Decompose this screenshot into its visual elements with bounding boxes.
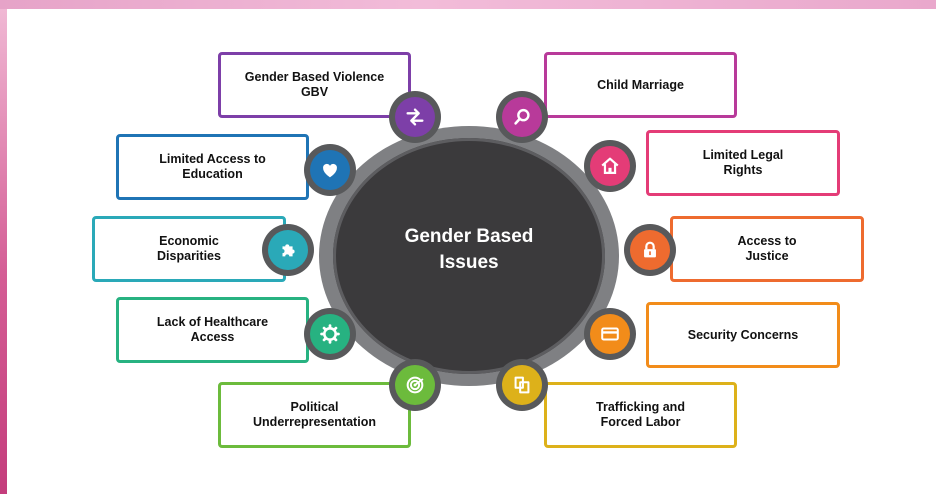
badge-education [304,144,356,196]
issue-box-economic: Economic Disparities [92,216,286,282]
issue-box-education: Limited Access to Education [116,134,309,200]
badge-security [584,308,636,360]
arrows-exchange-icon [395,97,435,137]
puzzle-icon [268,230,308,270]
house-icon [590,146,630,186]
issue-box-healthcare: Lack of Healthcare Access [116,297,309,363]
padlock-icon [630,230,670,270]
issue-box-justice: Access to Justice [670,216,864,282]
badge-legal-rights [584,140,636,192]
badge-healthcare [304,308,356,360]
issue-box-trafficking: Trafficking and Forced Labor [544,382,737,448]
badge-justice [624,224,676,276]
gear-icon [310,314,350,354]
issue-box-security: Security Concerns [646,302,840,368]
target-icon [395,365,435,405]
magnifier-icon [502,97,542,137]
left-accent-bar [0,9,7,494]
credit-card-icon [590,314,630,354]
issue-box-political: Political Underrepresentation [218,382,411,448]
issue-box-legal-rights: Limited Legal Rights [646,130,840,196]
hub-circle [333,138,605,374]
issue-box-gbv: Gender Based Violence GBV [218,52,411,118]
badge-gbv [389,91,441,143]
badge-economic [262,224,314,276]
badge-political [389,359,441,411]
issue-box-child-marriage: Child Marriage [544,52,737,118]
hub-title: Gender Based Issues [404,226,534,273]
top-accent-bar [0,0,936,9]
badge-trafficking [496,359,548,411]
badge-child-marriage [496,91,548,143]
heart-icon [310,150,350,190]
copy-icon [502,365,542,405]
